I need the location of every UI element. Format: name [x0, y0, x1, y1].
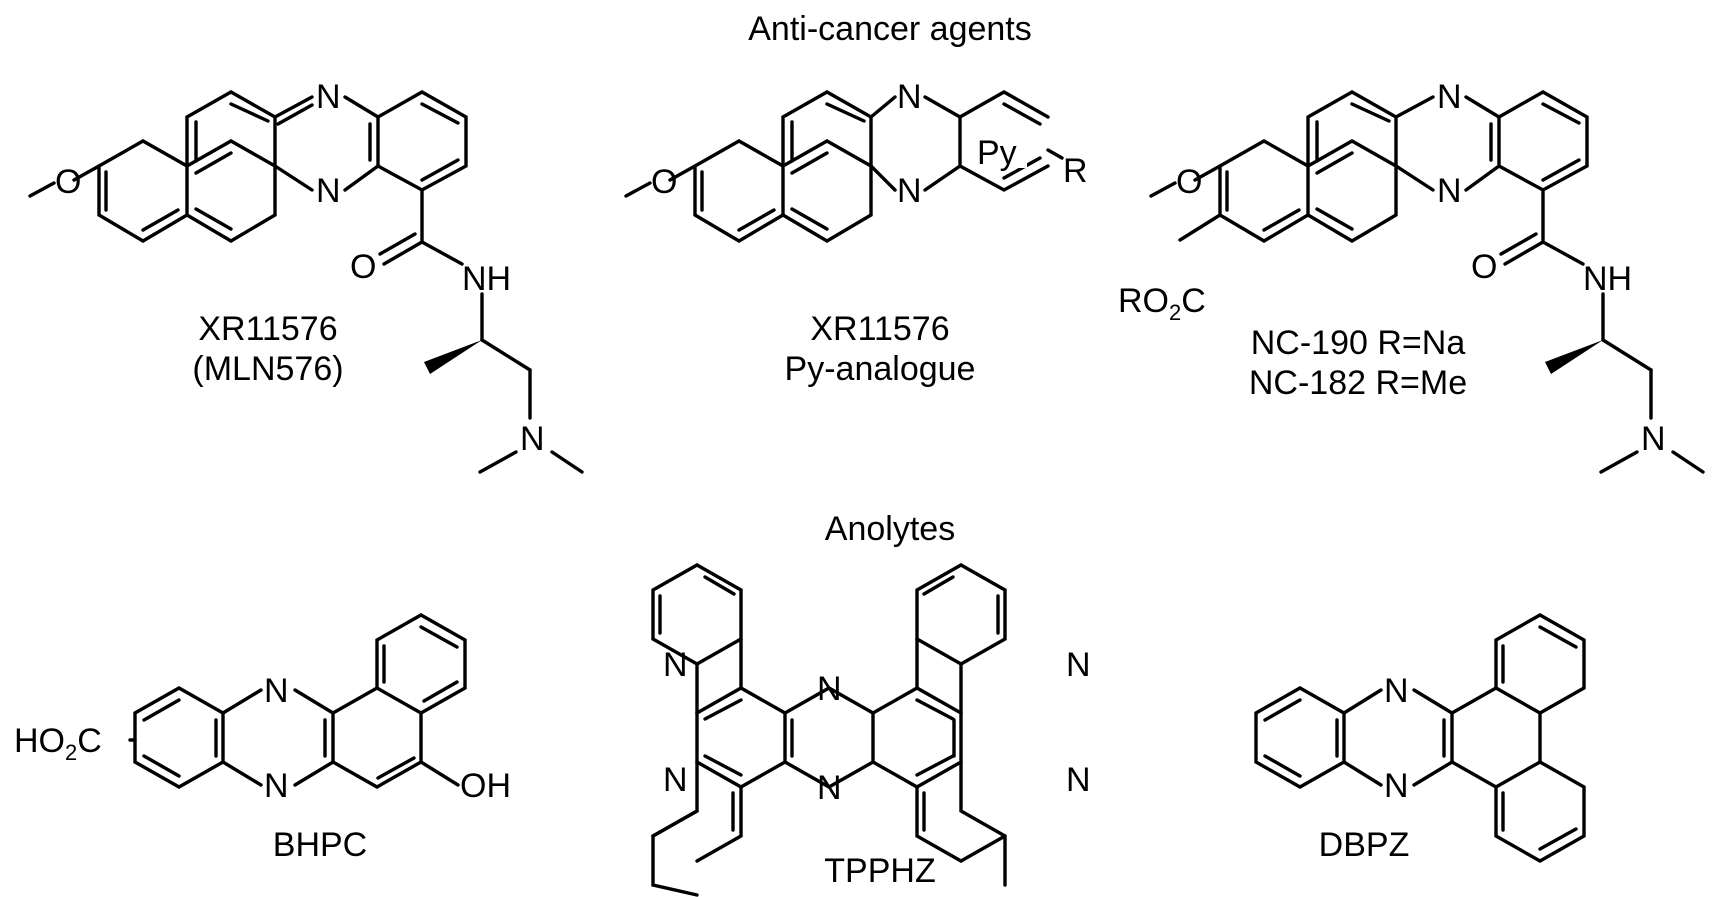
xr11576-atom-o-carbonyl: O — [350, 248, 376, 286]
structure-dbpz: N N DBPZ — [1254, 613, 1586, 864]
header-anolytes: Anolytes — [825, 510, 955, 548]
structure-xr11576: N N O O NH N XR11576 (MLN576) — [28, 78, 584, 474]
xr11576-py-name-alt: Py-analogue — [785, 350, 976, 388]
dbpz-atom-n-top: N — [1384, 672, 1409, 710]
structure-tpphz: N N N N N N TPPHZ — [651, 563, 1091, 897]
structure-nc-190: N N O RO2C O NH N NC-190 R=Na NC-182 R=M… — [1118, 78, 1705, 474]
bhpc-atom-n-bottom: N — [264, 767, 289, 805]
bhpc-name: BHPC — [273, 826, 367, 864]
xr11576-py-atom-o: O — [651, 163, 677, 201]
nc-190-atom-o-carbonyl: O — [1471, 248, 1497, 286]
nc-190-ester-group: RO2C — [1118, 282, 1206, 325]
xr11576-atom-nh: NH — [462, 260, 511, 298]
tpphz-atom-n-right-top: N — [1066, 646, 1091, 684]
xr11576-py-atom-n-bottom: N — [897, 172, 922, 210]
xr11576-py-analogue-bonds — [624, 90, 1064, 243]
bhpc-bonds — [128, 613, 467, 789]
nc-190-name: NC-190 R=Na — [1251, 324, 1466, 362]
tpphz-atom-n-left-bottom: N — [663, 761, 688, 799]
xr11576-atom-n-amine: N — [520, 420, 545, 458]
xr11576-py-atom-n-top: N — [897, 78, 922, 116]
tpphz-bonds — [651, 563, 1007, 897]
dbpz-atom-n-bottom: N — [1384, 767, 1409, 805]
nc-190-atom-n-top: N — [1437, 78, 1462, 116]
xr11576-name: XR11576 — [198, 310, 337, 348]
xr11576-atom-n-top: N — [316, 78, 341, 116]
tpphz-atom-n-left-top: N — [663, 646, 688, 684]
xr11576-bonds — [28, 90, 584, 474]
header-anticancer-agents: Anti-cancer agents — [748, 10, 1032, 48]
xr11576-py-name: XR11576 — [810, 310, 949, 348]
dbpz-name: DBPZ — [1319, 826, 1410, 864]
nc-190-bonds — [1149, 90, 1705, 474]
nc-190-atom-o-methoxy: O — [1176, 163, 1202, 201]
nc-190-atom-n-amine: N — [1641, 420, 1666, 458]
bhpc-atom-n-top: N — [264, 672, 289, 710]
tpphz-atom-n-right-bottom: N — [1066, 761, 1091, 799]
xr11576-name-alt: (MLN576) — [192, 350, 343, 388]
tpphz-atom-n-top: N — [817, 670, 842, 708]
tpphz-name: TPPHZ — [824, 852, 935, 890]
xr11576-py-label-py: Py — [977, 134, 1017, 172]
structure-bhpc: N N OH HO2C BHPC — [14, 613, 511, 864]
structure-xr11576-py-analogue: N N O Py R XR11576 Py-analogue — [624, 78, 1088, 388]
nc-190-atom-n-bottom: N — [1437, 172, 1462, 210]
nc-190-atom-nh: NH — [1583, 260, 1632, 298]
bhpc-atom-oh: OH — [460, 767, 511, 805]
xr11576-py-label-r: R — [1063, 152, 1088, 190]
nc-182-name: NC-182 R=Me — [1249, 364, 1467, 402]
xr11576-atom-n-bottom: N — [316, 172, 341, 210]
bhpc-acid-group: HO2C — [14, 722, 102, 765]
xr11576-atom-o-methoxy: O — [55, 163, 81, 201]
dbpz-bonds — [1254, 613, 1586, 863]
tpphz-atom-n-bottom: N — [817, 769, 842, 807]
